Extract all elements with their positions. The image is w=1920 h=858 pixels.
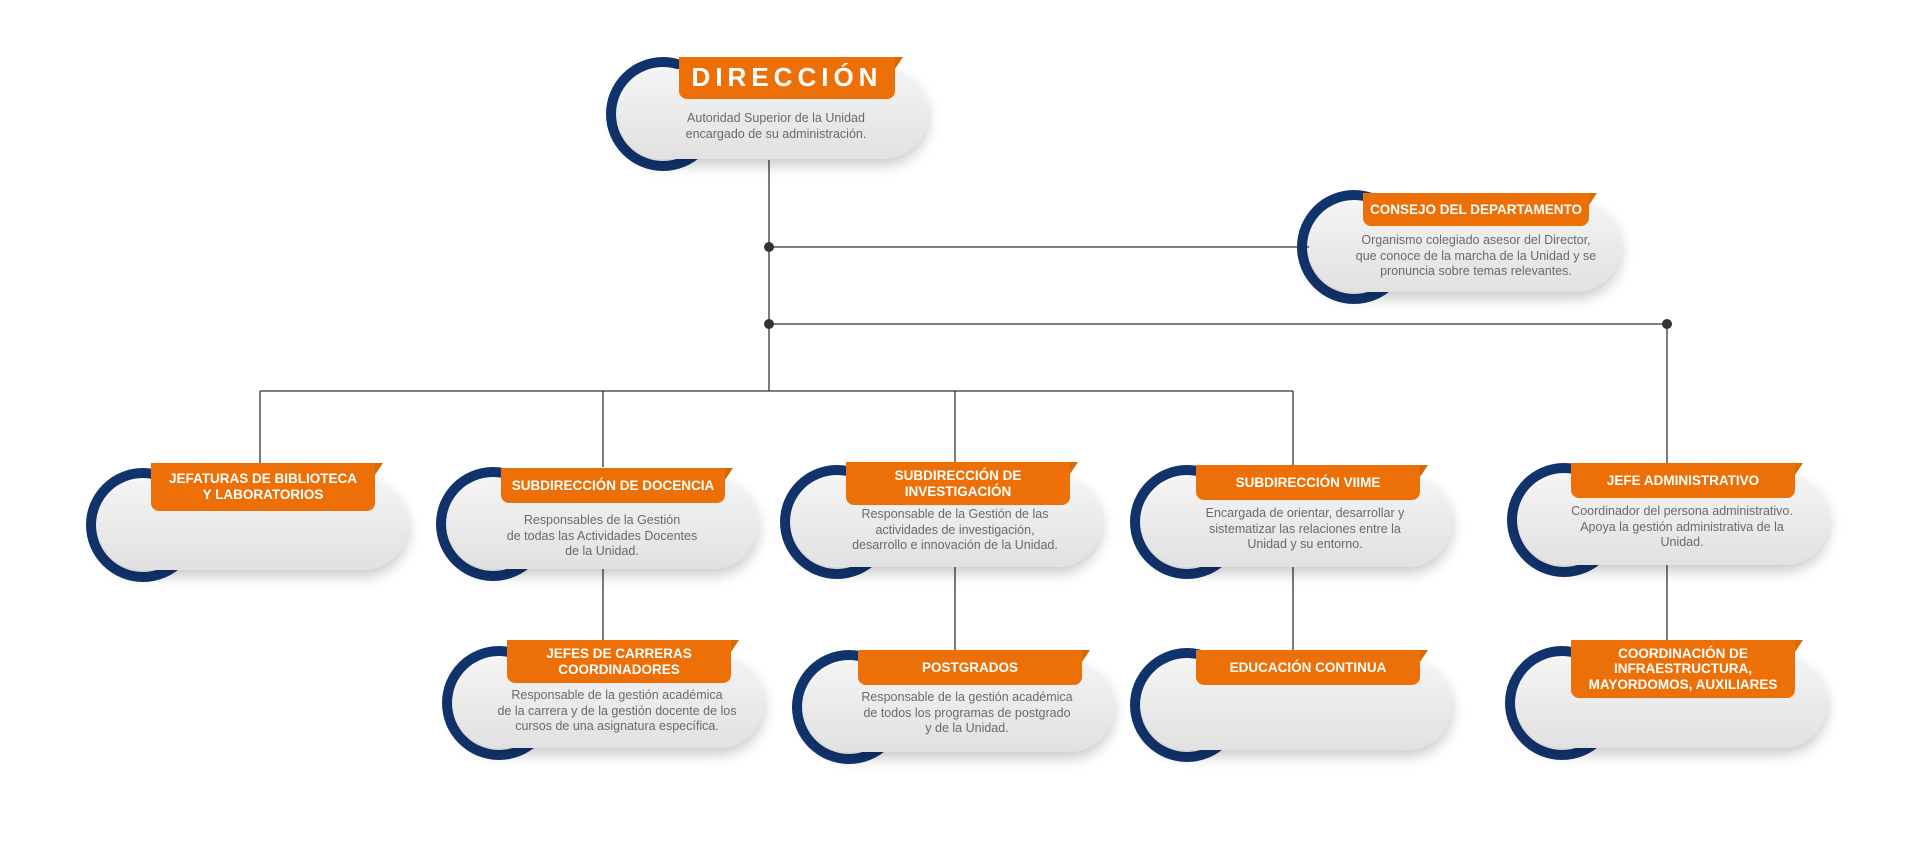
node-description: Responsable de la gestión académica de l… bbox=[497, 688, 737, 734]
node-description: Responsable de la Gestión de las activid… bbox=[852, 507, 1058, 553]
badge-fold bbox=[375, 463, 383, 475]
arc-decoration bbox=[606, 57, 720, 171]
node-title: EDUCACIÓN CONTINUA bbox=[1196, 650, 1420, 685]
badge-fold bbox=[1082, 650, 1090, 662]
arc-decoration bbox=[1130, 465, 1244, 579]
node-title: SUBDIRECCIÓN VIIME bbox=[1196, 465, 1420, 500]
arc-decoration bbox=[1297, 190, 1411, 304]
badge-fold bbox=[725, 468, 733, 480]
arc-decoration bbox=[86, 468, 200, 582]
badge-fold bbox=[1070, 462, 1078, 474]
node-title: JEFATURAS DE BIBLIOTECA Y LABORATORIOS bbox=[151, 463, 375, 511]
arc-decoration bbox=[1505, 646, 1619, 760]
node-title: POSTGRADOS bbox=[858, 650, 1082, 685]
badge-fold bbox=[1795, 640, 1803, 652]
badge-fold bbox=[731, 640, 739, 652]
node-jefe-administrativo: JEFE ADMINISTRATIVO Coordinador del pers… bbox=[1507, 463, 1833, 577]
node-title: JEFE ADMINISTRATIVO bbox=[1571, 463, 1795, 498]
node-title: COORDINACIÓN DE INFRAESTRUCTURA, MAYORDO… bbox=[1571, 640, 1795, 698]
node-jefes-carreras: JEFES DE CARRERAS COORDINADORES Responsa… bbox=[442, 640, 768, 760]
node-investigacion: SUBDIRECCIÓN DE INVESTIGACIÓN Responsabl… bbox=[780, 462, 1106, 579]
badge-fold bbox=[1795, 463, 1803, 475]
junction-dot bbox=[1662, 319, 1672, 329]
node-description: Autoridad Superior de la Unidad encargad… bbox=[685, 111, 867, 141]
junction-dot bbox=[764, 319, 774, 329]
badge-fold bbox=[1420, 465, 1428, 477]
node-educacion-continua: EDUCACIÓN CONTINUA bbox=[1130, 648, 1456, 762]
node-title: SUBDIRECCIÓN DE DOCENCIA bbox=[501, 468, 725, 503]
node-description: Responsable de la gestión académica de t… bbox=[861, 690, 1073, 736]
node-viime: SUBDIRECCIÓN VIIME Encargada de orientar… bbox=[1130, 465, 1456, 579]
node-title: CONSEJO DEL DEPARTAMENTO bbox=[1363, 193, 1589, 226]
arc-decoration bbox=[442, 646, 556, 760]
arc-decoration bbox=[780, 465, 894, 579]
node-description: Encargada de orientar, desarrollar y sis… bbox=[1205, 506, 1405, 552]
node-docencia: SUBDIRECCIÓN DE DOCENCIA Responsables de… bbox=[436, 467, 762, 581]
arc-decoration bbox=[792, 650, 906, 764]
node-title: SUBDIRECCIÓN DE INVESTIGACIÓN bbox=[846, 462, 1070, 505]
node-consejo: CONSEJO DEL DEPARTAMENTO Organismo coleg… bbox=[1297, 190, 1625, 304]
node-direccion: DIRECCIÓN Autoridad Superior de la Unida… bbox=[606, 57, 932, 171]
junction-dot bbox=[764, 242, 774, 252]
arc-decoration bbox=[1507, 463, 1621, 577]
node-description: Coordinador del persona administrativo. … bbox=[1571, 504, 1793, 550]
badge-fold bbox=[895, 57, 903, 69]
node-description: Responsables de la Gestión de todas las … bbox=[506, 513, 698, 559]
node-coordinacion: COORDINACIÓN DE INFRAESTRUCTURA, MAYORDO… bbox=[1505, 640, 1831, 760]
arc-decoration bbox=[436, 467, 550, 581]
node-jefaturas: JEFATURAS DE BIBLIOTECA Y LABORATORIOS bbox=[86, 463, 412, 582]
node-postgrados: POSTGRADOS Responsable de la gestión aca… bbox=[792, 650, 1118, 764]
badge-fold bbox=[1420, 650, 1428, 662]
node-title: DIRECCIÓN bbox=[679, 57, 895, 99]
node-description: Organismo colegiado asesor del Director,… bbox=[1355, 233, 1597, 279]
title-text: DIRECCIÓN bbox=[691, 62, 883, 93]
badge-fold bbox=[1589, 193, 1597, 205]
arc-decoration bbox=[1130, 648, 1244, 762]
node-title: JEFES DE CARRERAS COORDINADORES bbox=[507, 640, 731, 683]
